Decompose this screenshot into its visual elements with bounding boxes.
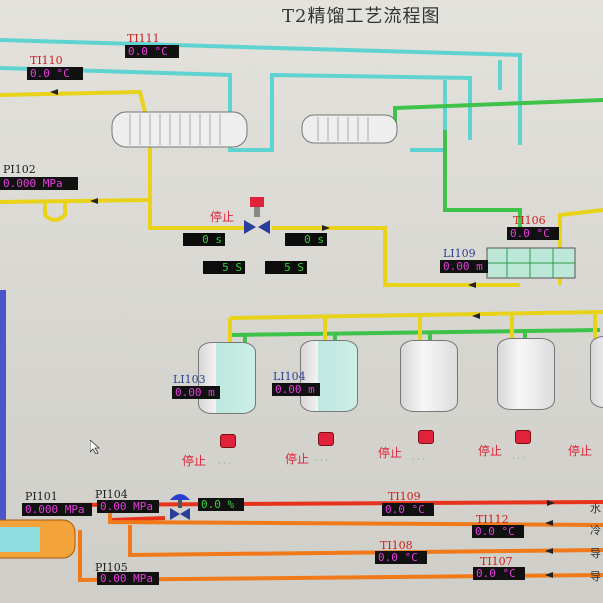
- pi101-display[interactable]: 0.000 MPa: [22, 503, 92, 516]
- ti106-display[interactable]: 0.0 °C: [507, 227, 559, 240]
- reboiler: [0, 519, 76, 559]
- level-gauge-li109: [486, 247, 576, 279]
- reflux-setting-right[interactable]: 5 S: [265, 261, 307, 274]
- reflux-timer-right: 0 s: [285, 233, 327, 246]
- receiver-tank-2: [300, 340, 358, 412]
- pump-1-icon[interactable]: [220, 434, 236, 448]
- reflux-setting-left[interactable]: 5 S: [203, 261, 245, 274]
- ti110-tag: TI110: [30, 54, 63, 67]
- reflux-timer-left: 0 s: [183, 233, 225, 246]
- yellow-pipes: [0, 89, 603, 350]
- pump-3-status[interactable]: 停止: [378, 446, 403, 460]
- condenser-1: [111, 111, 248, 148]
- page-title: T2精馏工艺流程图: [282, 6, 441, 27]
- condenser-2: [301, 114, 398, 144]
- edge-label-conduct-1: 导: [590, 547, 601, 560]
- distillation-column: [0, 290, 6, 520]
- pump-3-label: · · ·: [412, 455, 425, 464]
- receiver-tank-3: [400, 340, 458, 412]
- li104-tag: LI104: [273, 370, 306, 383]
- pump-2-status[interactable]: 停止: [285, 452, 310, 466]
- receiver-tank-5: [590, 336, 603, 408]
- mouse-cursor-icon: [90, 440, 100, 454]
- pump-5-status[interactable]: 停止: [568, 444, 593, 458]
- ti112-tag: TI112: [476, 513, 509, 526]
- li109-display[interactable]: 0.00 m: [440, 260, 488, 273]
- ti110-display[interactable]: 0.0 °C: [27, 67, 83, 80]
- li109-tag: LI109: [443, 247, 476, 260]
- flow-arrows: [50, 89, 555, 578]
- receiver-tank-1: [198, 342, 256, 414]
- ti107-display[interactable]: 0.0 °C: [473, 567, 525, 580]
- ti108-display[interactable]: 0.0 °C: [375, 551, 427, 564]
- pump-2-icon[interactable]: [318, 432, 334, 446]
- li104-display[interactable]: 0.00 m: [272, 383, 320, 396]
- reflux-valve-status[interactable]: 停止: [210, 210, 235, 224]
- pi105-display[interactable]: 0.00 MPa: [97, 572, 159, 585]
- ti106-tag: TI106: [513, 214, 546, 227]
- edge-label-conduct-2: 导: [590, 570, 601, 583]
- ti108-tag: TI108: [380, 539, 413, 552]
- green-pipes: [229, 98, 603, 355]
- pump-1-label: · · ·: [218, 459, 231, 468]
- pi104-tag: PI104: [95, 488, 128, 501]
- pump-4-icon[interactable]: [515, 430, 531, 444]
- pump-4-status[interactable]: 停止: [478, 444, 503, 458]
- pi105-tag: PI105: [95, 561, 128, 574]
- ti112-display[interactable]: 0.0 °C: [472, 525, 524, 538]
- pi101-tag: PI101: [25, 490, 58, 503]
- pump-2-label: · · ·: [315, 456, 328, 465]
- pi102-display[interactable]: 0.000 MPa: [0, 177, 78, 190]
- ti109-tag: TI109: [388, 490, 421, 503]
- bottom-valve-opening[interactable]: 0.0 %: [198, 498, 244, 511]
- pump-4-label: · · ·: [512, 454, 525, 463]
- reflux-valve-body: [244, 197, 270, 234]
- edge-label-water: 水: [590, 502, 601, 515]
- pi104-display[interactable]: 0.00 MPa: [97, 500, 159, 513]
- ti107-tag: TI107: [480, 555, 513, 568]
- receiver-tank-4: [497, 338, 555, 410]
- pump-3-icon[interactable]: [418, 430, 434, 444]
- bottom-control-valve: [170, 494, 190, 520]
- li103-tag: LI103: [173, 373, 206, 386]
- ti111-tag: TI111: [127, 32, 160, 45]
- pump-1-status[interactable]: 停止: [182, 454, 207, 468]
- edge-label-cold: 冷: [590, 524, 601, 537]
- ti109-display[interactable]: 0.0 °C: [382, 503, 434, 516]
- li103-display[interactable]: 0.00 m: [172, 386, 220, 399]
- pi102-tag: PI102: [3, 163, 36, 176]
- ti111-display[interactable]: 0.0 °C: [125, 45, 179, 58]
